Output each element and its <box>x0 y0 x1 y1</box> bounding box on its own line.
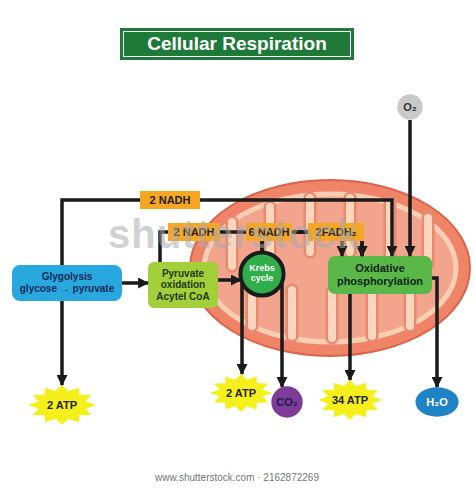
cycle-circle: Krebs cycle <box>240 252 284 296</box>
oxygen-input: O₂ <box>397 94 423 120</box>
process-box: Oxidative phosphorylation <box>328 256 432 294</box>
process-box: Pyruvate oxidation Acytel CoA <box>148 262 218 308</box>
ellipse-shape <box>397 94 422 119</box>
flow-arrow <box>432 278 437 387</box>
atp-burst: 34 ATP <box>318 380 382 420</box>
inner-membrane <box>204 194 456 342</box>
node-text: Glygolysis <box>42 271 93 283</box>
ellipse-shape <box>240 252 283 295</box>
flow-arrow <box>408 120 412 256</box>
node-text: Krebs cycle <box>242 264 282 284</box>
flow-arrow <box>280 283 284 387</box>
title-banner: Cellular Respiration <box>120 28 354 60</box>
carrier-label: 2 NADH <box>140 191 200 209</box>
node-text: Oxidative phosphorylation <box>330 262 430 288</box>
product-oval: H₂O <box>415 387 459 417</box>
node-text: H₂O <box>426 396 447 408</box>
node-subtext: glycose → pyruvate <box>20 283 114 295</box>
node-text: CO₂ <box>276 396 297 408</box>
flow-arrow <box>348 294 352 380</box>
starburst-shape <box>210 374 272 412</box>
ellipse-shape <box>415 387 458 416</box>
carrier-label: 6 NADH <box>246 223 292 241</box>
flow-arrow <box>122 281 148 285</box>
image-credit: www.shutterstock.com · 2162872269 <box>0 472 474 483</box>
flow-arrow <box>218 278 241 282</box>
ellipse-shape <box>271 386 302 417</box>
flow-arrow <box>240 283 244 374</box>
carrier-label: 2 NADH <box>168 223 220 241</box>
starburst-shape <box>28 385 96 425</box>
atp-burst: 2 ATP <box>28 385 96 425</box>
process-box: Glygolysisglycose → pyruvate <box>12 265 122 301</box>
node-text: O₂ <box>403 101 416 113</box>
starburst-shape <box>318 380 382 420</box>
node-text: Pyruvate oxidation Acytel CoA <box>150 268 216 303</box>
flow-arrow <box>60 301 64 385</box>
atp-burst: 2 ATP <box>210 374 272 412</box>
outer-membrane <box>190 180 470 356</box>
node-text: 2 ATP <box>47 399 77 411</box>
node-text: 2 ATP <box>226 387 256 399</box>
carrier-label: 2FADH₂ <box>308 223 364 241</box>
product-circle: CO₂ <box>271 386 303 418</box>
node-text: 34 ATP <box>332 394 368 406</box>
